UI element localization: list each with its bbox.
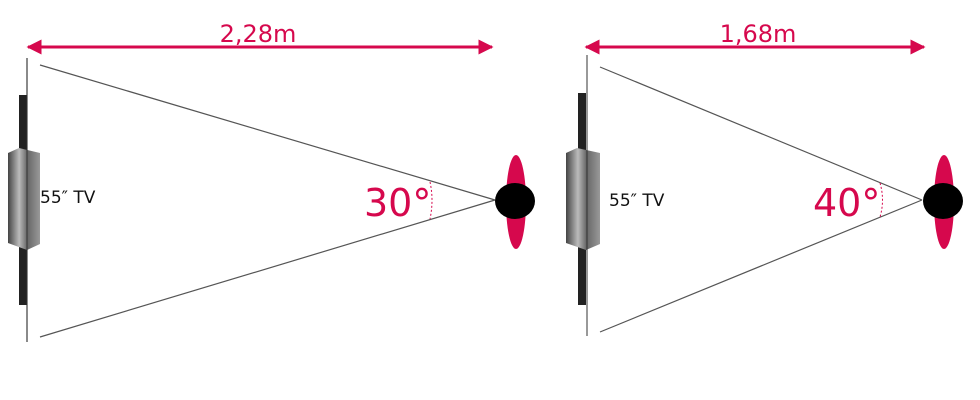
- tv-label: 55″ TV: [40, 188, 96, 208]
- angle-arc: [879, 182, 883, 218]
- angle-label: 30°: [364, 181, 431, 225]
- sight-line-bottom: [39, 199, 496, 338]
- tv-bracket: [8, 148, 40, 250]
- sight-line-bottom: [599, 199, 923, 333]
- tv-bracket: [566, 148, 600, 250]
- viewer-head-icon: [923, 183, 963, 219]
- scene-2: 1,68m 55″ TV 40°: [566, 20, 963, 336]
- tv-label: 55″ TV: [609, 191, 665, 211]
- sight-line-top: [599, 66, 923, 201]
- distance-label: 2,28m: [220, 20, 297, 48]
- scene-1: 2,28m 55″ TV 30°: [8, 20, 535, 342]
- angle-label: 40°: [813, 181, 880, 225]
- distance-label: 1,68m: [720, 20, 797, 48]
- viewer-head-icon: [495, 183, 535, 219]
- sight-line-top: [39, 64, 496, 201]
